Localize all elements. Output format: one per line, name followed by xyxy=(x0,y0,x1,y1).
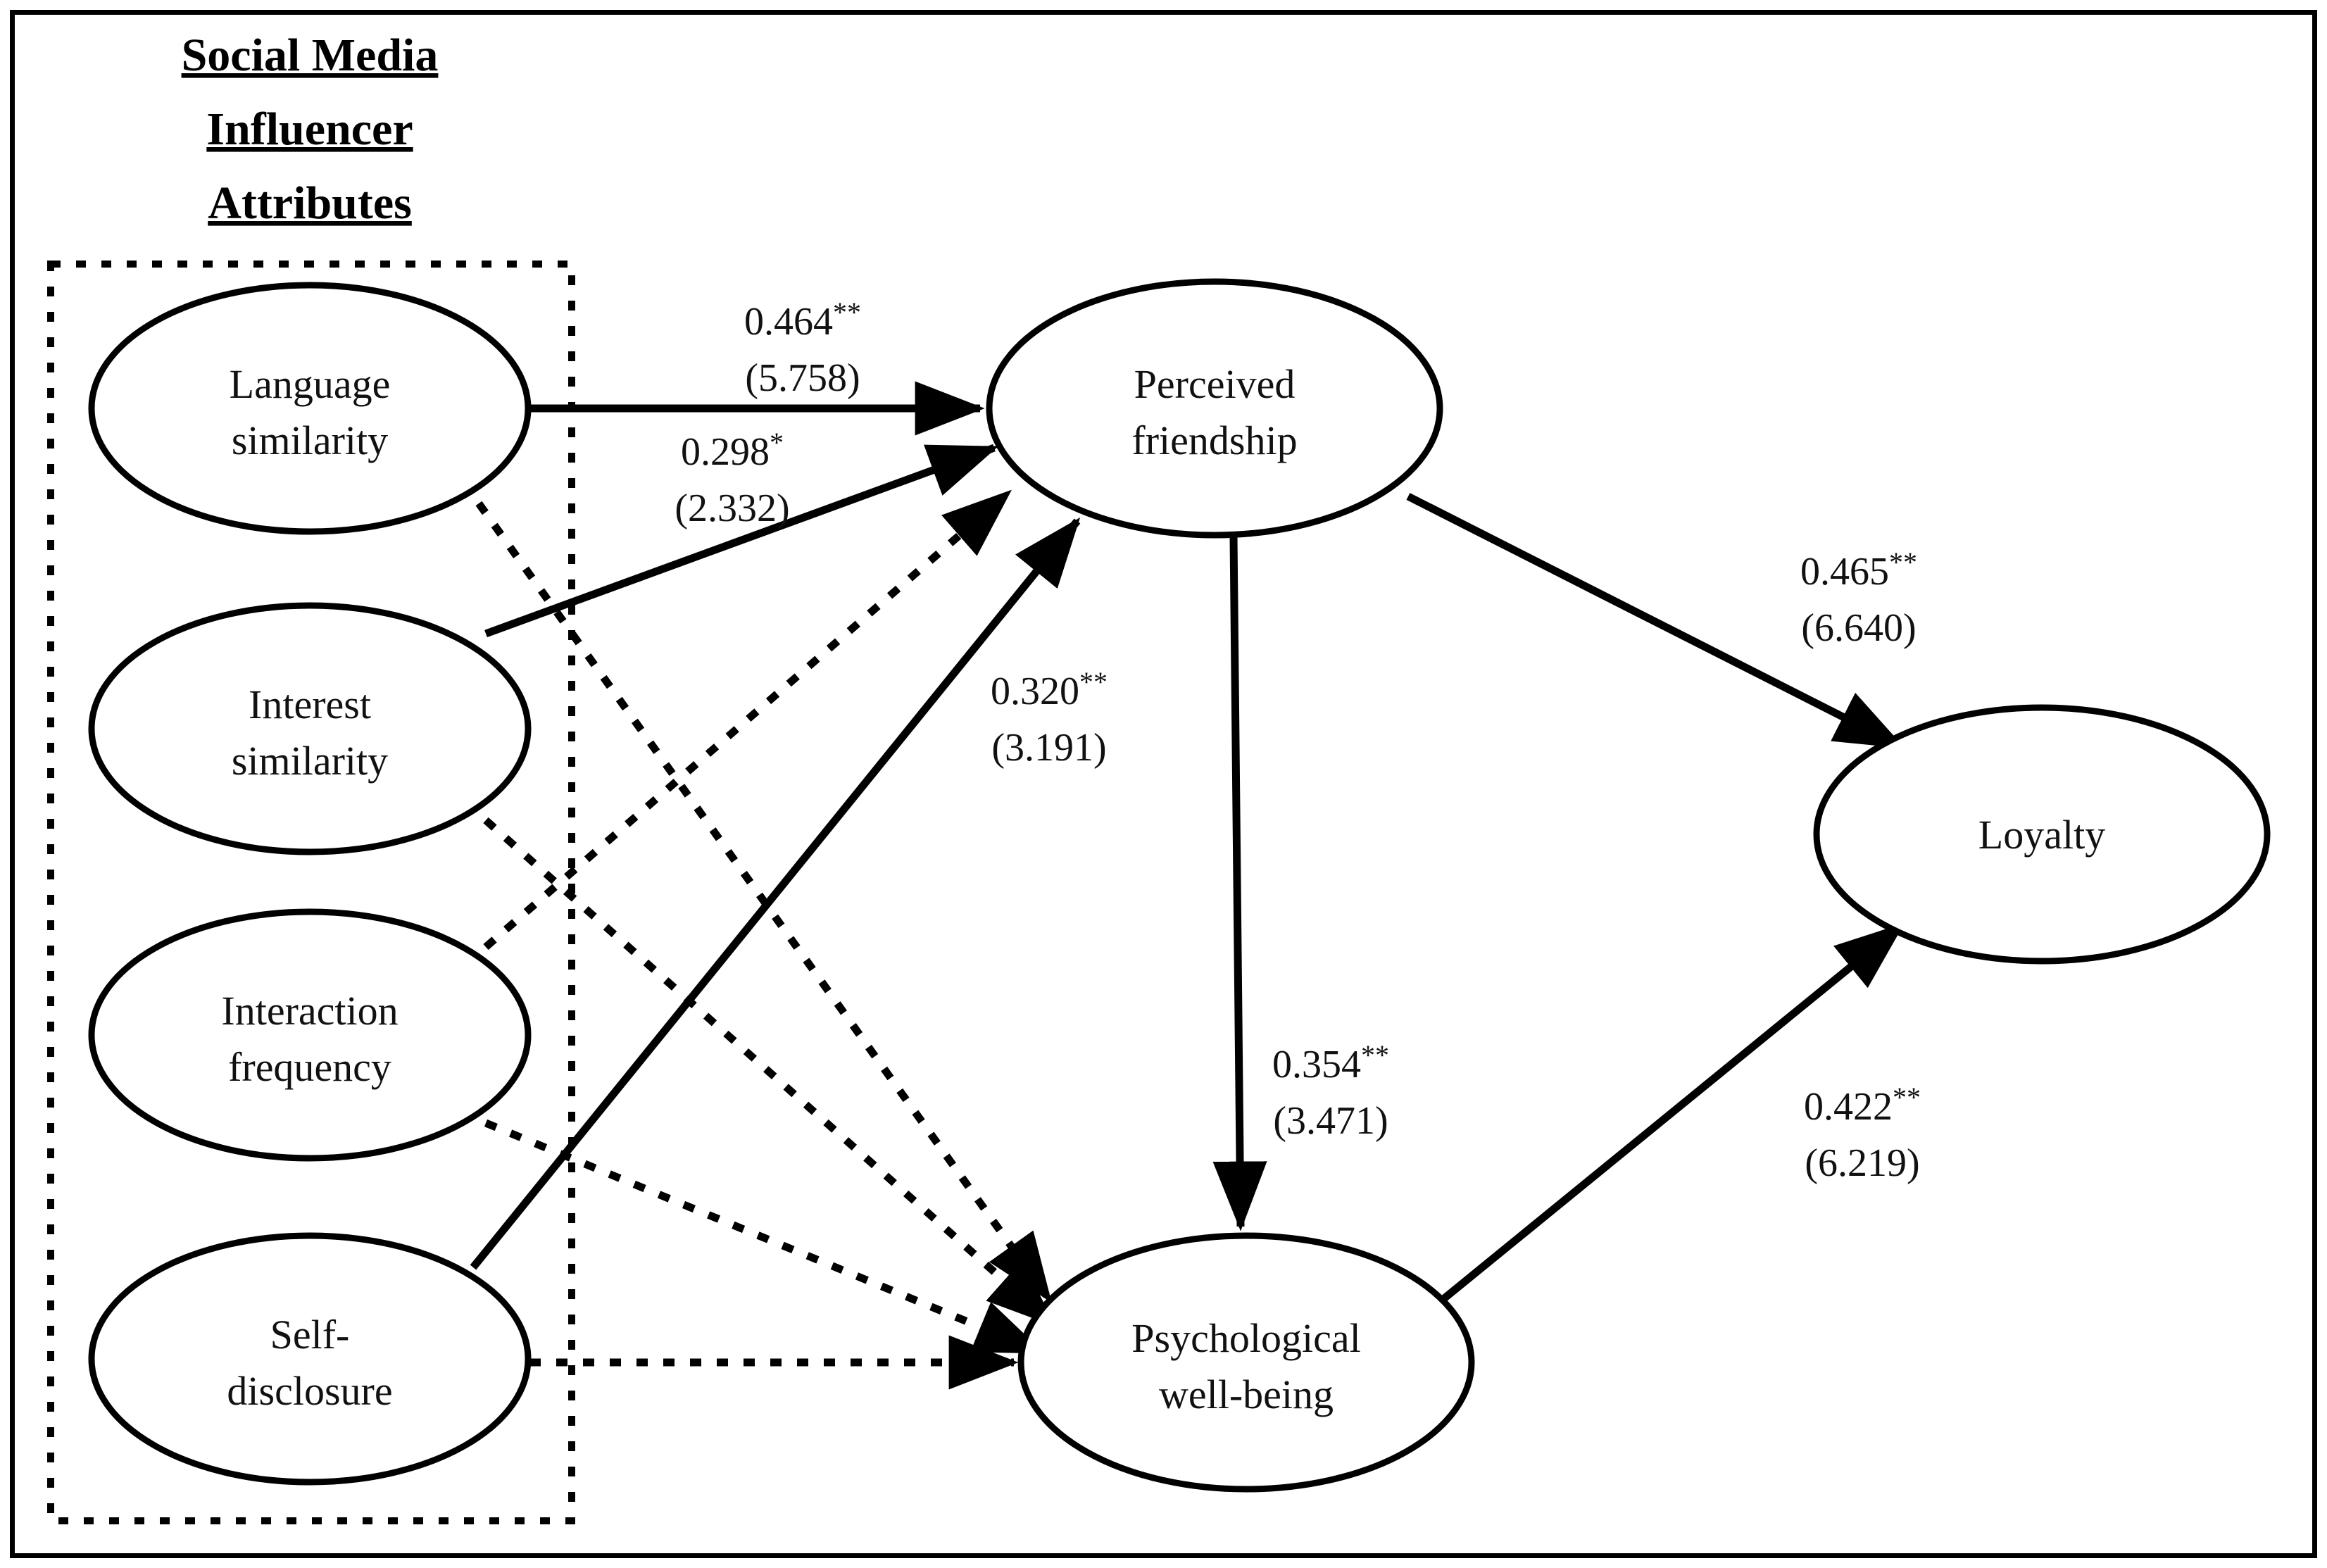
ellipse-shape xyxy=(1813,704,2271,965)
coef-label-selfdisc-to-friendship: 0.320** (3.191) xyxy=(991,666,1108,770)
coef-tvalue: (2.332) xyxy=(675,487,789,530)
node-label-line2: disclosure xyxy=(227,1368,392,1414)
coef-value: 0.465 xyxy=(1800,550,1889,594)
path-interest-to-wellbeing xyxy=(483,817,1056,1327)
svg-text:0.298*: 0.298* xyxy=(681,427,784,474)
node-loyalty[interactable]: Loyalty xyxy=(1813,704,2271,965)
node-label-line1: Interaction xyxy=(221,988,398,1034)
svg-text:0.422**: 0.422** xyxy=(1804,1081,1921,1129)
svg-text:0.465**: 0.465** xyxy=(1800,546,1917,594)
node-label-line1: Language xyxy=(230,361,391,407)
node-label-line1: Self- xyxy=(270,1312,350,1357)
coef-stars: ** xyxy=(1893,1081,1921,1113)
path-friendship-to-wellbeing xyxy=(1212,536,1267,1231)
path-interest-to-friendship xyxy=(484,444,999,638)
group-title-line-1: Social Media xyxy=(182,30,439,81)
node-self-disclosure[interactable]: Self- disclosure xyxy=(88,1232,532,1486)
coef-tvalue: (3.191) xyxy=(991,726,1106,770)
group-title-line-3: Attributes xyxy=(208,177,412,229)
coef-tvalue: (3.471) xyxy=(1273,1099,1388,1143)
coef-stars: ** xyxy=(833,296,861,328)
ellipse-shape xyxy=(88,282,532,535)
node-label-line2: frequency xyxy=(228,1044,391,1090)
node-label-line1: Psychological xyxy=(1131,1315,1360,1361)
ellipse-shape xyxy=(88,908,532,1162)
coef-stars: * xyxy=(770,427,784,458)
coef-label-friendship-to-loyalty: 0.465** (6.640) xyxy=(1800,546,1917,650)
node-label-line2: well-being xyxy=(1159,1372,1334,1417)
coef-label-friendship-to-wellbeing: 0.354** (3.471) xyxy=(1272,1039,1389,1143)
ellipse-shape xyxy=(986,278,1443,539)
svg-text:0.464**: 0.464** xyxy=(744,296,861,344)
path-interaction-to-friendship xyxy=(483,489,1012,951)
node-label-line2: friendship xyxy=(1131,418,1297,463)
coef-stars: ** xyxy=(1361,1039,1389,1071)
node-interaction-frequency[interactable]: Interaction frequency xyxy=(88,908,532,1162)
coef-stars: ** xyxy=(1889,546,1917,578)
node-perceived-friendship[interactable]: Perceived friendship xyxy=(986,278,1443,539)
coef-label-lang-to-friendship: 0.464** (5.758) xyxy=(744,296,861,400)
node-label-line1: Interest xyxy=(249,682,371,727)
node-label-line2: similarity xyxy=(232,418,388,463)
coef-value: 0.354 xyxy=(1272,1043,1361,1086)
coef-label-wellbeing-to-loyalty: 0.422** (6.219) xyxy=(1804,1081,1921,1185)
coef-tvalue: (6.219) xyxy=(1805,1141,1919,1185)
coef-value: 0.320 xyxy=(991,670,1079,713)
coef-tvalue: (5.758) xyxy=(745,356,860,400)
path-friendship-to-loyalty xyxy=(1406,493,1905,750)
node-language-similarity[interactable]: Language similarity xyxy=(88,282,532,535)
coef-value: 0.422 xyxy=(1804,1085,1893,1129)
node-psychological-wellbeing[interactable]: Psychological well-being xyxy=(1017,1232,1475,1493)
svg-text:0.320**: 0.320** xyxy=(991,666,1108,713)
node-label-line2: similarity xyxy=(232,738,388,784)
path-wellbeing-to-loyalty xyxy=(1441,922,1905,1303)
ellipse-shape xyxy=(88,1232,532,1486)
ellipse-shape xyxy=(1017,1232,1475,1493)
coef-value: 0.464 xyxy=(744,300,833,344)
coef-tvalue: (6.640) xyxy=(1801,606,1916,650)
svg-text:0.354**: 0.354** xyxy=(1272,1039,1389,1086)
group-title-line-2: Influencer xyxy=(206,104,413,155)
path-selfdisc-to-friendship xyxy=(470,517,1081,1270)
ellipse-shape xyxy=(88,602,532,855)
path-interaction-to-wellbeing xyxy=(484,1119,1046,1356)
group-title: Social Media Influencer Attributes xyxy=(182,30,439,229)
coef-label-interest-to-friendship: 0.298* (2.332) xyxy=(675,427,789,530)
node-label-line1: Loyalty xyxy=(1978,812,2105,858)
coef-stars: ** xyxy=(1079,666,1108,698)
coef-value: 0.298 xyxy=(681,430,770,474)
path-lang-to-wellbeing xyxy=(475,501,1053,1303)
node-label-line1: Perceived xyxy=(1134,361,1296,407)
node-interest-similarity[interactable]: Interest similarity xyxy=(88,602,532,855)
